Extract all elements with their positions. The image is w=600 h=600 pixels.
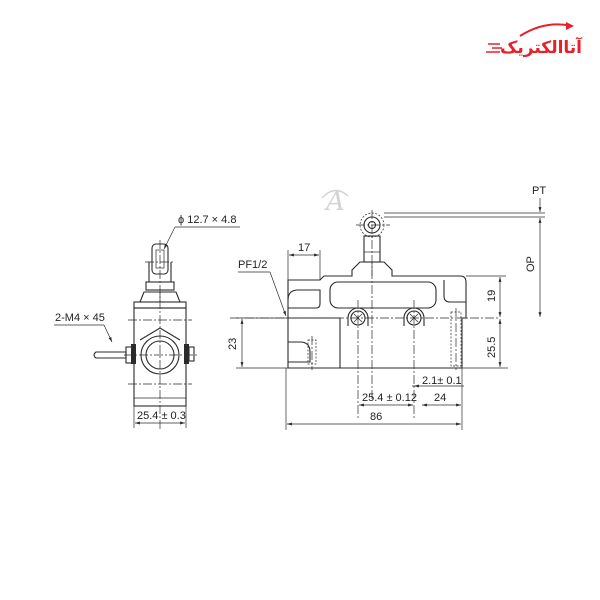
top-slot: [329, 281, 437, 309]
height-19-label: 19: [486, 290, 498, 302]
screw-shank: [93, 351, 127, 359]
height-23-label: 23: [227, 338, 239, 350]
front-view: ϕ 12.7 × 4.8 2-M4 × 45 25.4 ± 0.3: [54, 214, 240, 430]
width-dim-label: 25.4 ± 0.3: [137, 410, 186, 422]
pitch-dim-label: 25.4 ± 0.12: [362, 392, 417, 404]
pt-label: PT: [532, 185, 546, 197]
length-86-label: 86: [370, 411, 382, 423]
offset-24-label: 24: [434, 392, 446, 404]
brand-logo: آتاالکتریک: [486, 22, 583, 58]
screw-dim-label: 2-M4 × 45: [55, 312, 105, 324]
logo-swoosh-icon: [519, 23, 573, 37]
switch-body-side: [287, 261, 467, 369]
hole-dia-label: 2.1± 0.1: [422, 375, 462, 387]
roller-dim-label: ϕ 12.7 × 4.8: [178, 214, 236, 226]
op-label: OP: [525, 256, 537, 272]
watermark-logo: A: [321, 187, 349, 217]
roller-shape: [151, 243, 169, 275]
logo-text: آتاالکتریک: [500, 36, 583, 58]
watermark-glyph: A: [324, 187, 345, 217]
side-view: PF1/2 17 23 PT OP 19 25.5 2.1± 0.1 25.4 …: [227, 185, 546, 430]
port-dim-label: PF1/2: [238, 259, 267, 271]
offset-17-label: 17: [298, 242, 310, 254]
height-25-5-label: 25.5: [486, 337, 498, 358]
